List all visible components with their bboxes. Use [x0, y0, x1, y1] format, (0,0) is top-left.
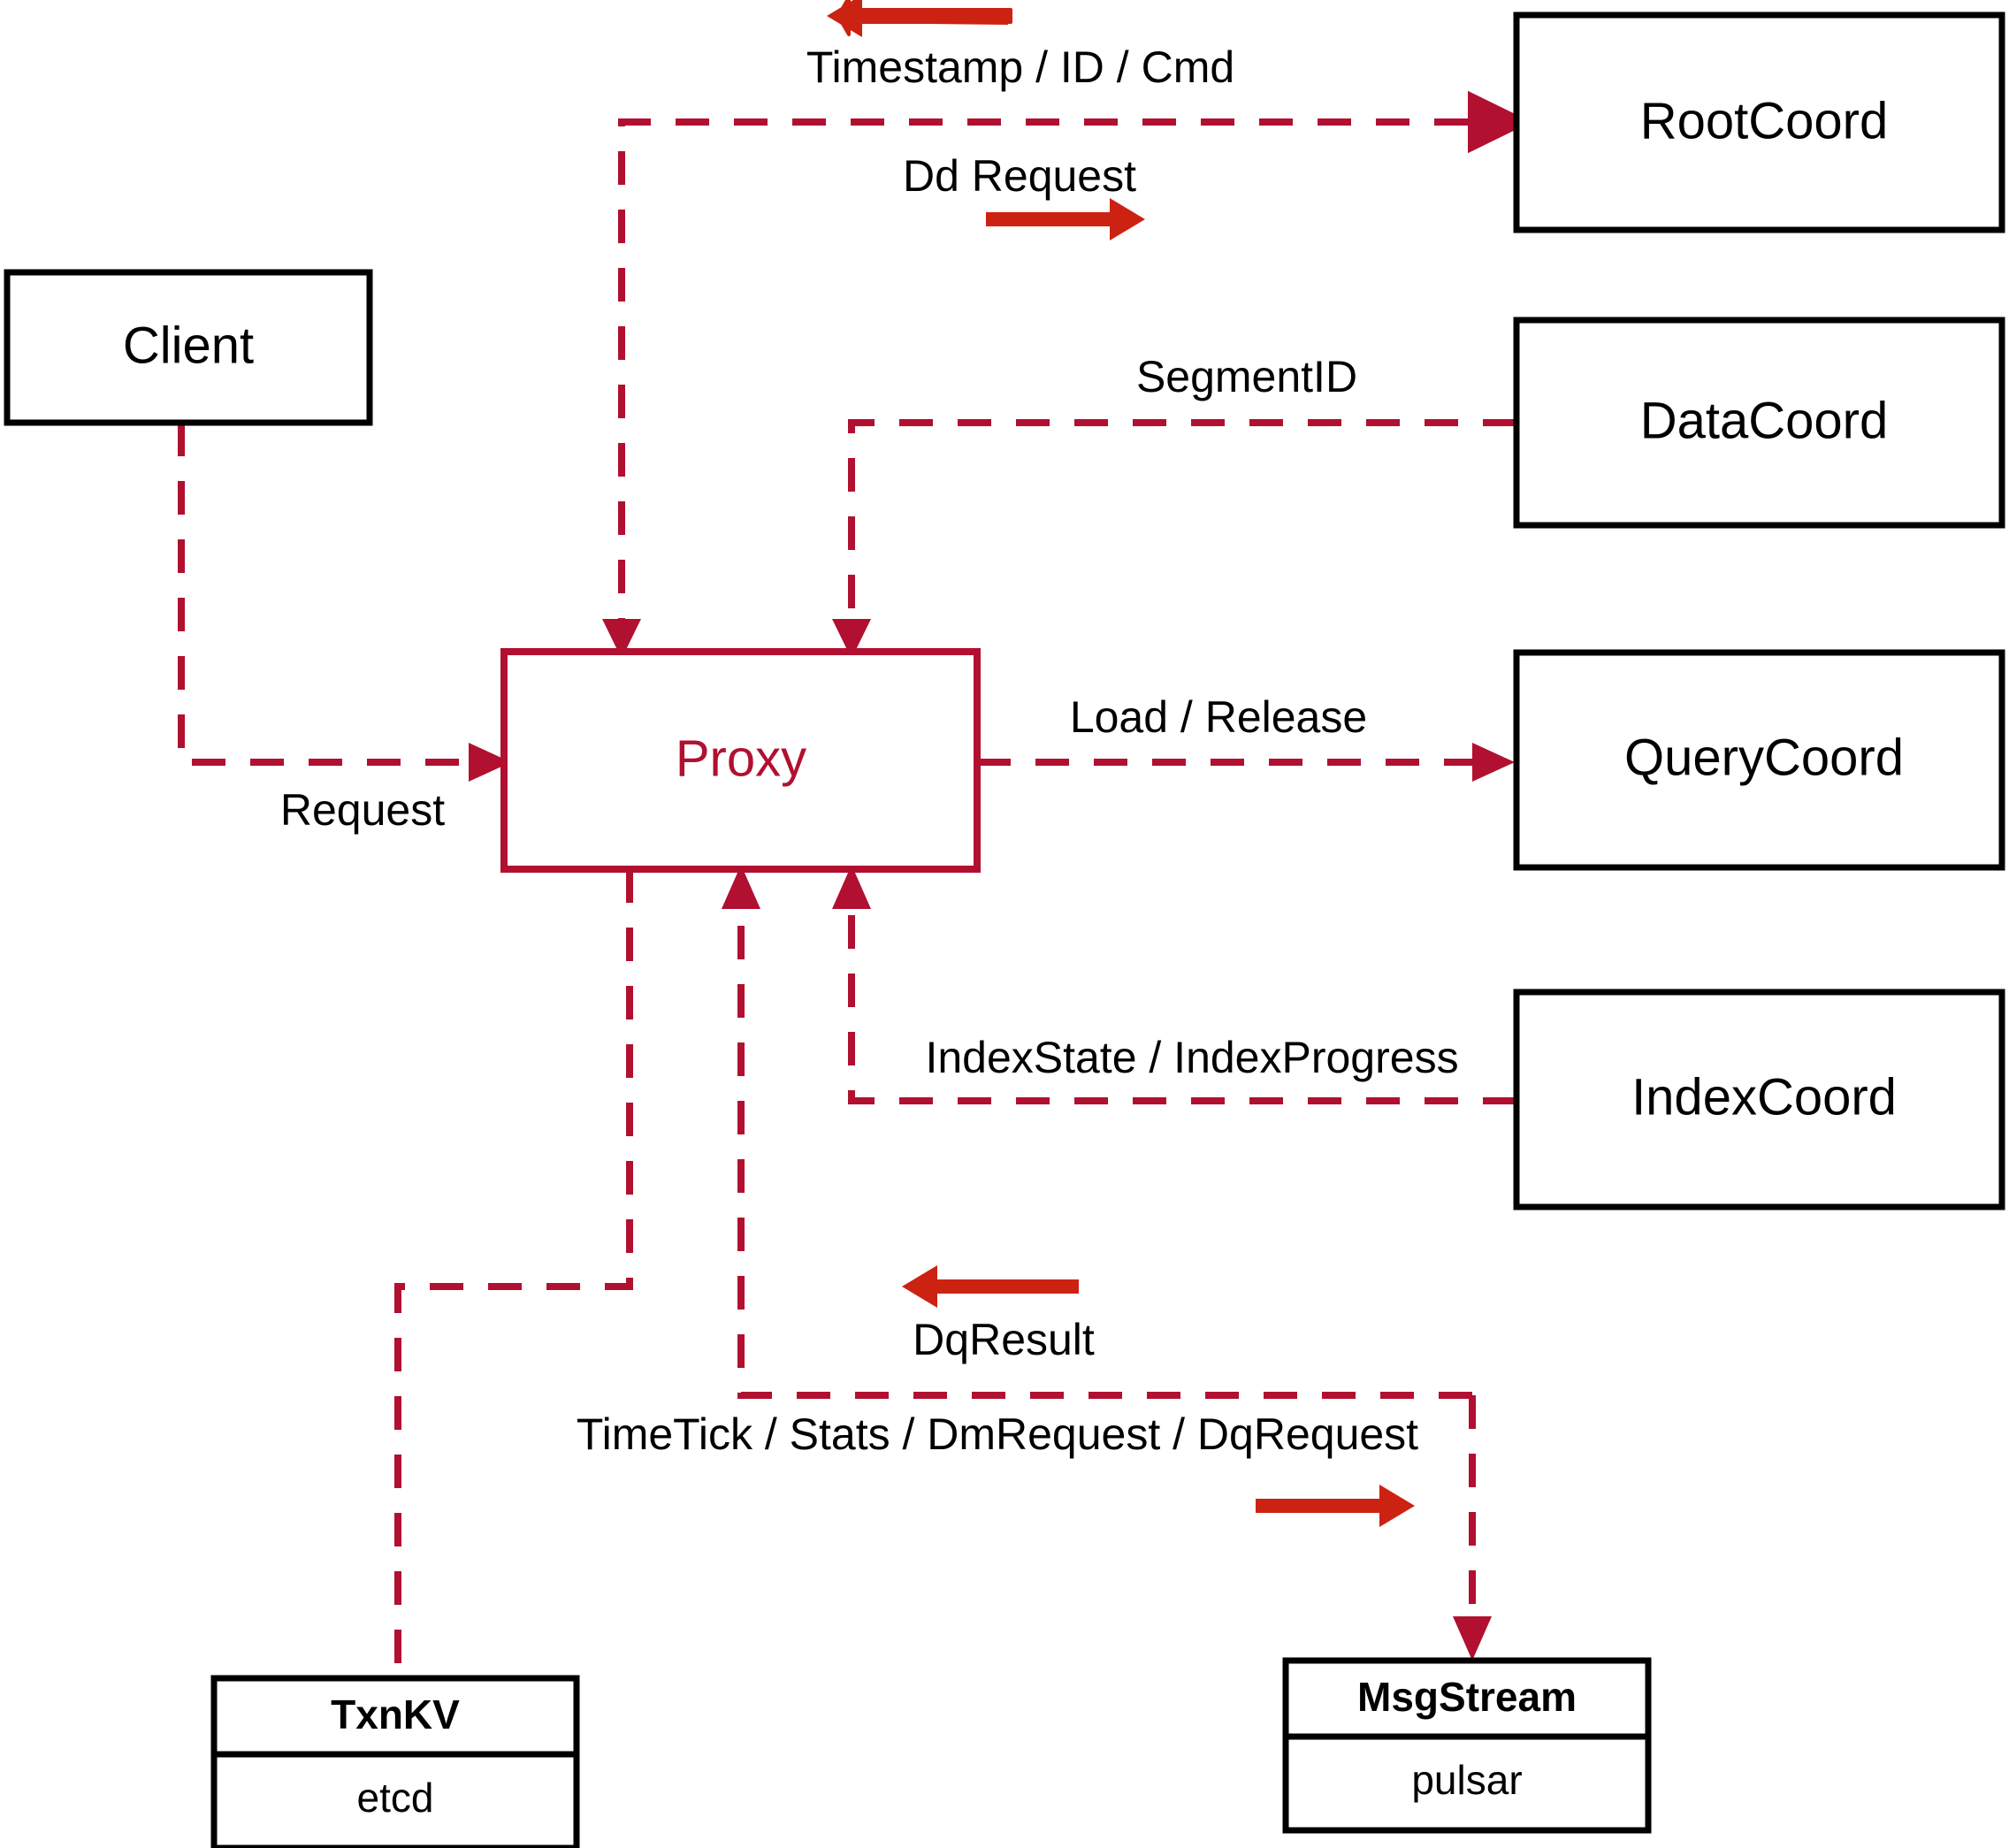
edge-label-dd-request: Dd Request: [903, 151, 1136, 201]
node-txnkv-title: TxnKV: [331, 1691, 460, 1737]
edge-client-proxy: [178, 423, 511, 782]
edge-datacoord-proxy: [832, 419, 1516, 659]
ddrequest-direction-arrow-icon: [986, 198, 1145, 241]
node-datacoord[interactable]: DataCoord: [1513, 317, 2005, 529]
node-datacoord-label: DataCoord: [1640, 392, 1888, 449]
edge-label-load-release: Load / Release: [1070, 692, 1367, 742]
node-msgstream-title: MsgStream: [1357, 1674, 1577, 1720]
node-msgstream-sublabel: pulsar: [1411, 1757, 1522, 1803]
dqresult-direction-arrow-icon: [902, 1265, 1079, 1308]
edge-proxy-msgstream: [1453, 1395, 1492, 1661]
edge-label-timestamp-id-cmd: Timestamp / ID / Cmd: [806, 42, 1234, 92]
node-client[interactable]: Client: [4, 269, 373, 426]
node-querycoord[interactable]: QueryCoord: [1513, 649, 2005, 871]
node-querycoord-label: QueryCoord: [1624, 729, 1904, 786]
node-rootcoord-label: RootCoord: [1640, 92, 1888, 149]
node-proxy[interactable]: Proxy: [500, 648, 981, 873]
edge-label-dq-result: DqResult: [913, 1315, 1095, 1364]
node-txnkv-sublabel: etcd: [357, 1775, 434, 1821]
node-rootcoord[interactable]: RootCoord: [1513, 11, 2005, 233]
edge-proxy-rootcoord: [602, 90, 1532, 659]
edge-msgstream-proxy: [722, 865, 1472, 1399]
node-proxy-label: Proxy: [676, 729, 806, 787]
node-client-label: Client: [123, 317, 254, 374]
node-indexcoord-label: IndexCoord: [1631, 1068, 1897, 1126]
timestamp-direction-arrow-icon: [827, 0, 1012, 37]
edge-proxy-txnkv: [394, 869, 633, 1678]
edge-label-timetick-stats: TimeTick / Stats / DmRequest / DqRequest: [577, 1409, 1418, 1459]
edge-label-segment-id: SegmentID: [1136, 352, 1357, 401]
node-indexcoord[interactable]: IndexCoord: [1513, 989, 2005, 1210]
node-txnkv[interactable]: TxnKV etcd: [210, 1675, 580, 1848]
node-msgstream[interactable]: MsgStream pulsar: [1282, 1657, 1652, 1834]
edge-indexcoord-proxy: [832, 865, 1516, 1104]
edge-label-index-state-progress: IndexState / IndexProgress: [925, 1033, 1458, 1082]
edge-label-request: Request: [280, 785, 445, 835]
edge-proxy-querycoord: [977, 743, 1515, 782]
timetick-direction-arrow-icon: [1256, 1485, 1415, 1527]
